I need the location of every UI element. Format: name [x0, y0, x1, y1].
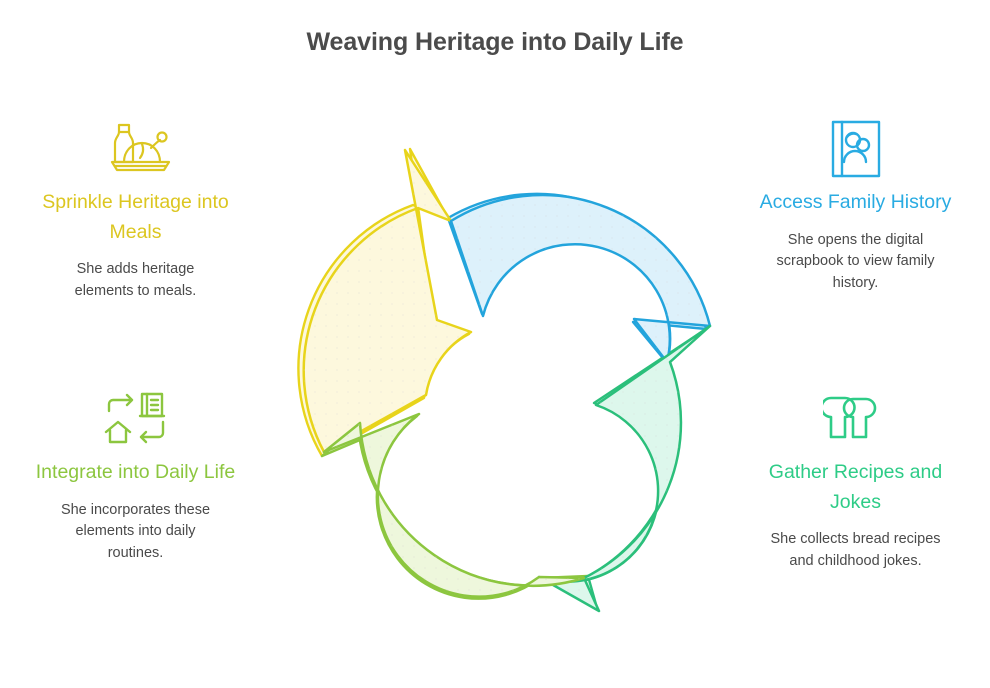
family-photo-album-icon [738, 118, 973, 180]
roast-dinner-icon [18, 118, 253, 180]
quadrant-gather-recipes-and-jokes[interactable]: Gather Recipes and Jokes She collects br… [738, 388, 973, 573]
quadrant-heading: Integrate into Daily Life [35, 461, 236, 483]
bread-slices-icon [738, 388, 973, 450]
quadrant-sprinkle-heritage-into-meals[interactable]: Sprinkle Heritage into Meals She adds he… [18, 118, 253, 303]
cycle-arrow-green-final[interactable] [537, 324, 712, 613]
home-routine-cycle-icon [18, 388, 253, 450]
quadrant-description: She collects bread recipes and childhood… [770, 531, 941, 569]
quadrant-heading: Gather Recipes and Jokes [768, 461, 943, 513]
quadrant-description: She incorporates these elements into dai… [60, 501, 211, 562]
quadrant-description: She adds heritage elements to meals. [74, 261, 197, 299]
quadrant-heading: Access Family History [759, 191, 952, 213]
quadrant-integrate-into-daily-life[interactable]: Integrate into Daily Life She incorporat… [18, 388, 253, 565]
quadrant-heading: Sprinkle Heritage into Meals [42, 191, 229, 243]
cycle-diagram [258, 126, 732, 626]
quadrant-access-family-history[interactable]: Access Family History She opens the digi… [738, 118, 973, 295]
quadrant-description: She opens the digital scrapbook to view … [776, 231, 935, 292]
cycle-texture [303, 150, 710, 611]
cycle-arrow-green[interactable] [538, 327, 708, 610]
page-title: Weaving Heritage into Daily Life [306, 28, 684, 56]
